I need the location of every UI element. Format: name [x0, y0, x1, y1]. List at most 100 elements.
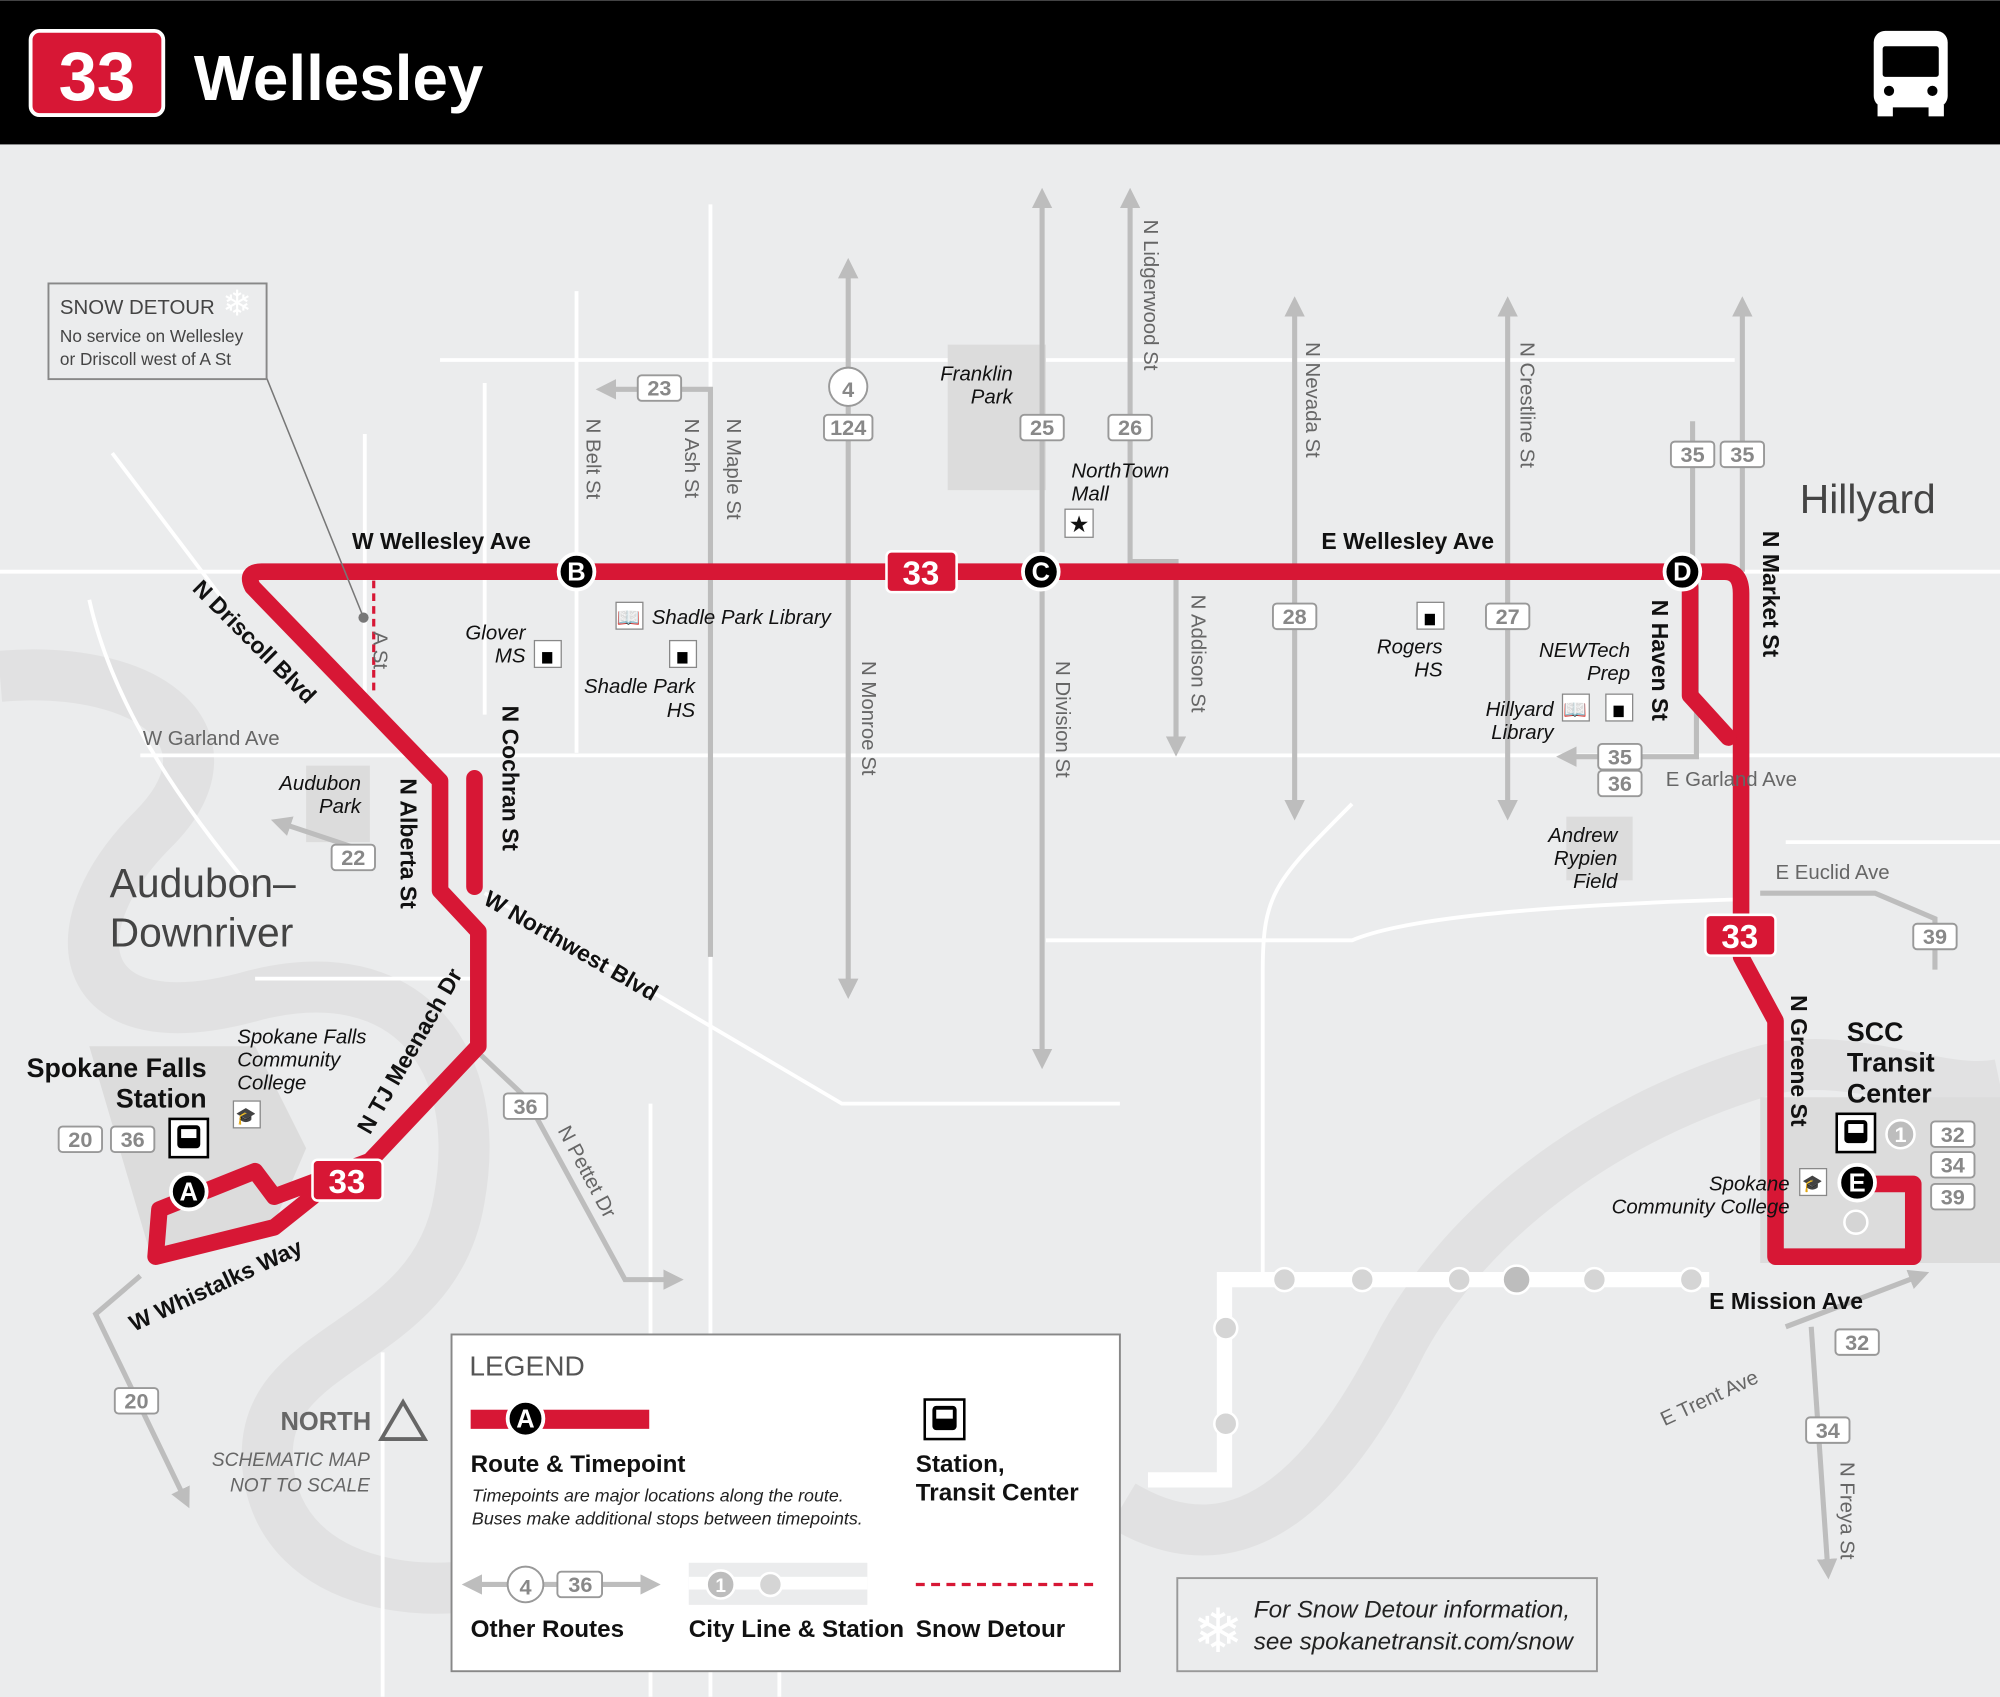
street-w-garland: W Garland Ave [143, 728, 280, 750]
svg-text:32: 32 [1845, 1330, 1869, 1355]
legend: LEGEND A Route & Timepoint Timepoints ar… [450, 1333, 1121, 1673]
svg-text:🎓: 🎓 [1802, 1174, 1823, 1193]
route-shield-36: 36 [110, 1125, 156, 1154]
svg-text:SCHEMATIC MAP: SCHEMATIC MAP [212, 1450, 370, 1471]
svg-text:Shadle Park: Shadle Park [584, 676, 697, 698]
station-scc-transit-center[interactable]: SCC Transit Center [1835, 1017, 1935, 1154]
svg-text:22: 22 [341, 845, 365, 870]
route-shield-20: 20 [113, 1387, 160, 1415]
svg-text:A: A [180, 1179, 198, 1207]
svg-text:36: 36 [568, 1572, 592, 1597]
school-icon [1605, 693, 1634, 722]
svg-text:Transit: Transit [1847, 1048, 1935, 1078]
svg-text:28: 28 [1283, 604, 1307, 629]
svg-text:Library: Library [1491, 722, 1555, 744]
timepoint-e[interactable]: E [1837, 1162, 1877, 1203]
north-arrow: NORTH SCHEMATIC MAP NOT TO SCALE [212, 1398, 429, 1496]
svg-text:LEGEND: LEGEND [469, 1350, 584, 1381]
timepoint-a[interactable]: A [169, 1171, 209, 1212]
svg-text:Transit Center: Transit Center [916, 1479, 1079, 1506]
svg-text:HS: HS [667, 700, 696, 722]
bus-station-icon [168, 1117, 210, 1159]
svg-text:Other Routes: Other Routes [471, 1616, 624, 1643]
timepoint-c[interactable]: C [1021, 551, 1061, 592]
route-33-line [147, 563, 1922, 1265]
station-spokane-falls[interactable]: Spokane Falls Station [27, 1053, 210, 1159]
street-maple: N Maple St [722, 419, 744, 520]
svg-text:E: E [1849, 1170, 1866, 1198]
svg-text:34: 34 [1941, 1152, 1965, 1177]
svg-text:College: College [237, 1073, 306, 1095]
library-icon: 📖 [615, 601, 644, 630]
route-shield-39: 39 [1930, 1183, 1976, 1211]
svg-text:20: 20 [68, 1127, 92, 1152]
header: 33 Wellesley [0, 0, 2000, 145]
svg-text:Franklin: Franklin [940, 363, 1013, 385]
svg-text:Rypien: Rypien [1554, 848, 1617, 870]
svg-text:Station: Station [116, 1083, 207, 1113]
snowflake-icon: ❄ [222, 283, 252, 323]
street-alberta: N Alberta St [396, 778, 422, 909]
school-icon [1416, 601, 1445, 630]
street-w-wellesley: W Wellesley Ave [352, 528, 531, 554]
timepoint-b[interactable]: B [556, 551, 597, 592]
route-shield-32: 32 [1930, 1120, 1976, 1148]
snow-info-link[interactable]: see spokanetransit.com/snow [1254, 1629, 1575, 1656]
route-shield-20: 20 [57, 1125, 103, 1154]
svg-text:HS: HS [1414, 659, 1443, 681]
svg-text:Buses make additional stops be: Buses make additional stops between time… [472, 1509, 863, 1529]
svg-text:NORTH: NORTH [281, 1408, 372, 1436]
svg-text:D: D [1673, 559, 1691, 587]
route-shield-28: 28 [1272, 602, 1318, 631]
svg-text:27: 27 [1496, 604, 1520, 629]
svg-text:NorthTown: NorthTown [1071, 460, 1169, 482]
snow-info-box: ❄ For Snow Detour information, see spoka… [1176, 1577, 1598, 1673]
svg-text:SNOW DETOUR: SNOW DETOUR [60, 297, 215, 319]
svg-text:39: 39 [1941, 1184, 1965, 1209]
svg-text:36: 36 [513, 1094, 537, 1119]
street-e-garland: E Garland Ave [1666, 769, 1797, 791]
bus-station-icon [1835, 1112, 1877, 1154]
neighborhood-audubon: Audubon– [110, 860, 296, 906]
svg-text:★: ★ [1069, 511, 1090, 537]
street-nevada: N Nevada St [1301, 342, 1323, 458]
street-ash: N Ash St [680, 419, 702, 499]
route-shield-34: 34 [1805, 1416, 1851, 1444]
svg-text:35: 35 [1608, 744, 1632, 769]
street-division: N Division St [1051, 661, 1073, 778]
street-belt: N Belt St [582, 419, 604, 500]
snowflake-icon: ❄ [1192, 1597, 1243, 1665]
star-icon: ★ [1064, 508, 1094, 538]
svg-text:Glover: Glover [465, 622, 526, 644]
snow-detour-note: ❄ SNOW DETOUR No service on Wellesley or… [47, 282, 369, 623]
street-monroe: N Monroe St [857, 661, 879, 776]
route-shield-22: 22 [330, 843, 376, 872]
route-shield-34: 34 [1930, 1151, 1976, 1179]
svg-text:NOT TO SCALE: NOT TO SCALE [230, 1475, 370, 1496]
svg-text:Rogers: Rogers [1377, 636, 1443, 658]
street-mission: E Mission Ave [1709, 1288, 1863, 1314]
route-shield-35: 35 [1719, 440, 1765, 469]
svg-text:1: 1 [1894, 1122, 1906, 1147]
svg-text:124: 124 [830, 415, 866, 440]
route-shield-25: 25 [1019, 413, 1065, 442]
street-cochran: N Cochran St [498, 706, 524, 852]
svg-text:B: B [567, 559, 585, 587]
timepoint-d[interactable]: D [1662, 551, 1703, 592]
svg-text:33: 33 [902, 555, 939, 592]
school-icon [669, 639, 698, 669]
route-shield-1: 1 [1885, 1118, 1916, 1150]
svg-text:Community: Community [237, 1050, 342, 1072]
svg-text:35: 35 [1730, 442, 1754, 467]
street-market: N Market St [1758, 531, 1784, 658]
svg-text:Route & Timepoint: Route & Timepoint [471, 1451, 686, 1478]
route-number: 33 [59, 38, 136, 115]
route-shield-27: 27 [1485, 602, 1531, 631]
places: Franklin Park NorthTown Mall ★ Glover MS… [232, 363, 1828, 1218]
svg-text:Mall: Mall [1071, 483, 1109, 505]
street-lidgerwood: N Lidgerwood St [1139, 220, 1161, 371]
street-freya: N Freya St [1836, 1462, 1858, 1560]
route-shield-36: 36 [502, 1092, 549, 1120]
svg-text:MS: MS [495, 645, 526, 667]
